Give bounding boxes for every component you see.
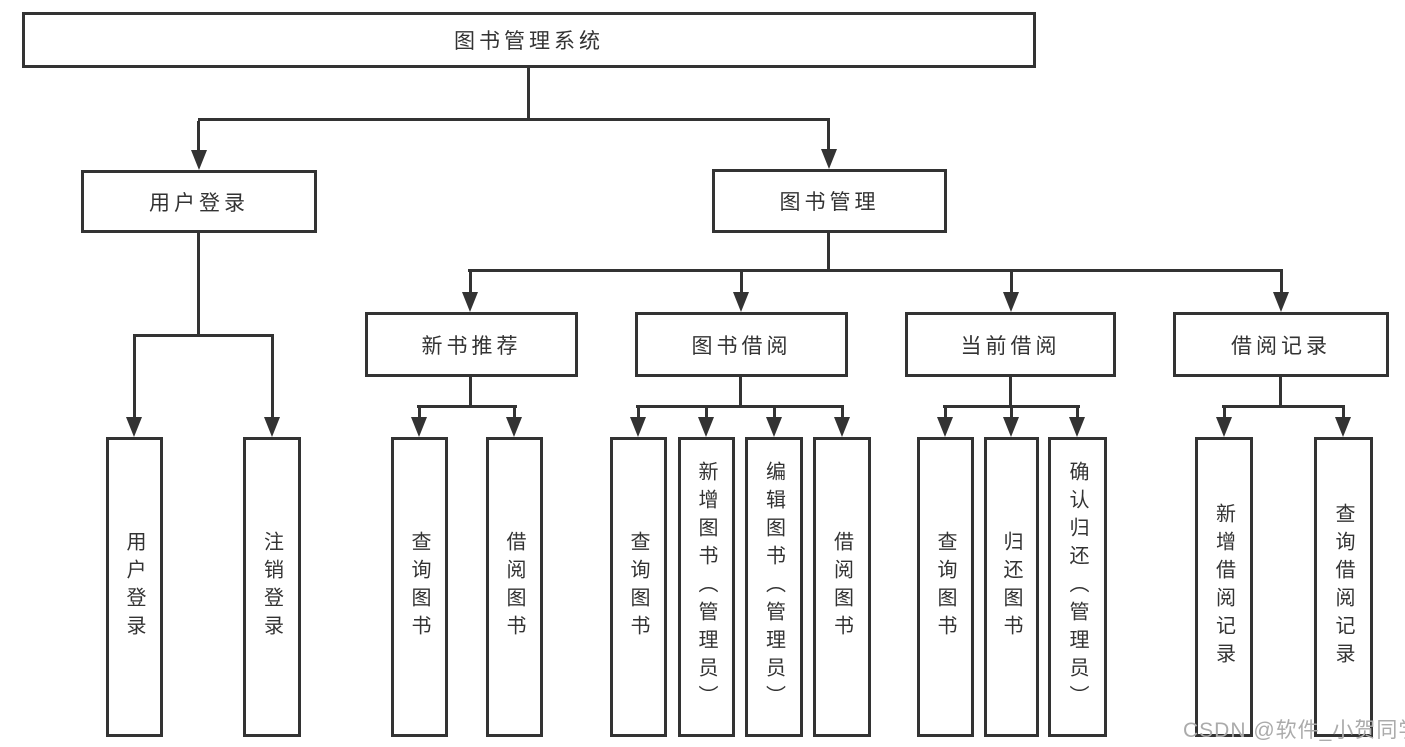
node-book-borrow: 图书借阅 (635, 312, 848, 377)
leaf-edit-books-admin: 编辑图书（管理员） (745, 437, 803, 737)
edge-shaft (841, 406, 844, 420)
edge-root-bus (198, 118, 830, 121)
edge-shaft (1010, 272, 1013, 296)
arrow-down-icon (1003, 417, 1019, 437)
edge-shaft (1280, 272, 1283, 296)
edge-shaft (944, 406, 947, 420)
edge-shaft (1223, 406, 1226, 420)
leaf-query-books-3: 查询图书 (917, 437, 974, 737)
edge-shaft (271, 337, 274, 421)
edge-shaft (469, 272, 472, 296)
leaf-query-books-1: 查询图书 (391, 437, 448, 737)
node-book-management: 图书管理 (712, 169, 947, 233)
leaf-confirm-return-admin: 确认归还（管理员） (1048, 437, 1107, 737)
node-new-book-recommend: 新书推荐 (365, 312, 578, 377)
arrow-down-icon (1069, 417, 1085, 437)
arrow-down-icon (191, 150, 207, 170)
arrow-down-icon (937, 417, 953, 437)
edge-bookmgmt-trunk (827, 233, 830, 272)
arrow-down-icon (462, 292, 478, 312)
leaf-add-books-admin: 新增图书（管理员） (678, 437, 735, 737)
edge-current-trunk (1009, 377, 1012, 408)
edge-borrow-trunk (739, 377, 742, 408)
leaf-query-borrow-record: 查询借阅记录 (1314, 437, 1373, 737)
node-root: 图书管理系统 (22, 12, 1036, 68)
leaf-return-books: 归还图书 (984, 437, 1039, 737)
arrow-down-icon (1003, 292, 1019, 312)
arrow-down-icon (411, 417, 427, 437)
arrow-down-icon (733, 292, 749, 312)
arrow-down-icon (1216, 417, 1232, 437)
edge-shaft (197, 121, 200, 155)
edge-root-trunk (527, 68, 530, 121)
arrow-down-icon (264, 417, 280, 437)
edge-shaft (705, 406, 708, 420)
arrow-down-icon (506, 417, 522, 437)
edge-shaft (637, 406, 640, 420)
edge-shaft (1076, 406, 1079, 420)
node-current-borrow: 当前借阅 (905, 312, 1116, 377)
arrow-down-icon (834, 417, 850, 437)
arrow-down-icon (126, 417, 142, 437)
edge-shaft (740, 272, 743, 296)
edge-shaft (1342, 406, 1345, 420)
arrow-down-icon (630, 417, 646, 437)
arrow-down-icon (698, 417, 714, 437)
arrow-down-icon (821, 149, 837, 169)
edge-shaft (1010, 406, 1013, 420)
arrow-down-icon (1335, 417, 1351, 437)
edge-user-trunk (197, 233, 200, 337)
edge-shaft (133, 337, 136, 421)
arrow-down-icon (1273, 292, 1289, 312)
edge-borrow-bus (636, 405, 844, 408)
node-user-login: 用户登录 (81, 170, 317, 233)
leaf-borrow-books-2: 借阅图书 (813, 437, 871, 737)
edge-user-bus (133, 334, 274, 337)
leaf-borrow-books-1: 借阅图书 (486, 437, 543, 737)
edge-recommend-bus (417, 405, 517, 408)
edge-records-trunk (1279, 377, 1282, 408)
leaf-add-borrow-record: 新增借阅记录 (1195, 437, 1253, 737)
edge-shaft (773, 406, 776, 420)
leaf-logout: 注销登录 (243, 437, 301, 737)
leaf-user-login: 用户登录 (106, 437, 163, 737)
edge-shaft (827, 121, 830, 155)
edge-records-bus (1222, 405, 1345, 408)
edge-shaft (513, 406, 516, 420)
edge-shaft (418, 406, 421, 420)
edge-bookmgmt-bus (468, 269, 1283, 272)
csdn-watermark: CSDN @软件_小贺同学 (1183, 719, 1405, 742)
node-borrow-records: 借阅记录 (1173, 312, 1389, 377)
leaf-query-books-2: 查询图书 (610, 437, 667, 737)
edge-recommend-trunk (469, 377, 472, 408)
arrow-down-icon (766, 417, 782, 437)
